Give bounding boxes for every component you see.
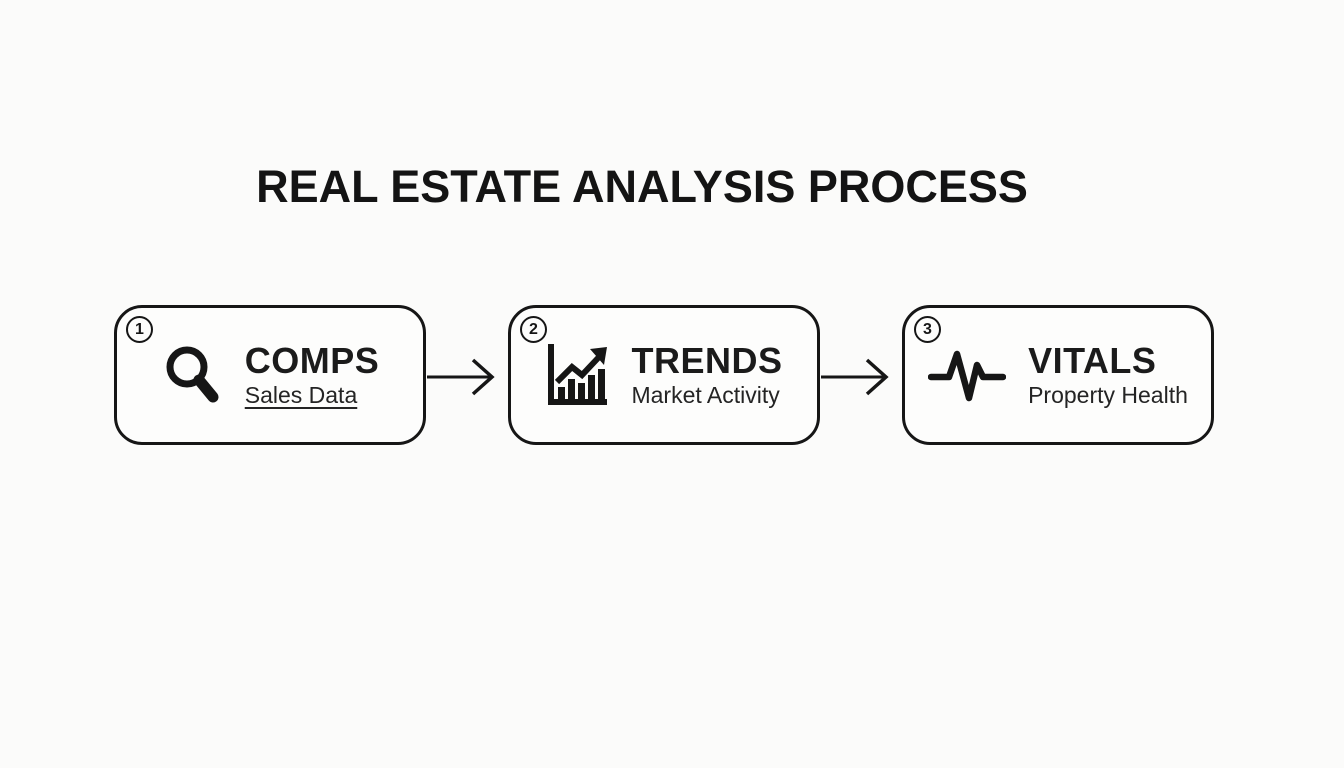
- step-box-trends: 2 TRENDS Market Activity: [508, 305, 820, 445]
- step-number-badge: 3: [914, 316, 941, 343]
- step-text: COMPS Sales Data: [245, 342, 380, 408]
- arrow-right-icon: [820, 343, 902, 407]
- step-number-badge: 2: [520, 316, 547, 343]
- step-subtitle: Market Activity: [631, 381, 780, 408]
- page-title: REAL ESTATE ANALYSIS PROCESS: [256, 161, 1028, 212]
- step-box-comps: 1 COMPS Sales Data: [114, 305, 426, 445]
- step-box-vitals: 3 VITALS Property Health: [902, 305, 1214, 445]
- step-subtitle: Sales Data: [244, 381, 358, 408]
- pulse-icon: [928, 345, 1007, 405]
- step-title: TRENDS: [631, 339, 783, 381]
- step-text: TRENDS Market Activity: [631, 342, 782, 408]
- step-title: COMPS: [244, 339, 380, 381]
- bar-chart-icon: [545, 342, 609, 408]
- step-subtitle: Property Health: [1028, 381, 1188, 408]
- step-number-badge: 1: [126, 316, 153, 343]
- arrow-right-icon: [426, 343, 508, 407]
- step-text: VITALS Property Health: [1028, 342, 1188, 408]
- step-title: VITALS: [1028, 339, 1157, 381]
- search-icon: [161, 343, 223, 407]
- process-flow: 1 COMPS Sales Data 2: [114, 305, 1214, 445]
